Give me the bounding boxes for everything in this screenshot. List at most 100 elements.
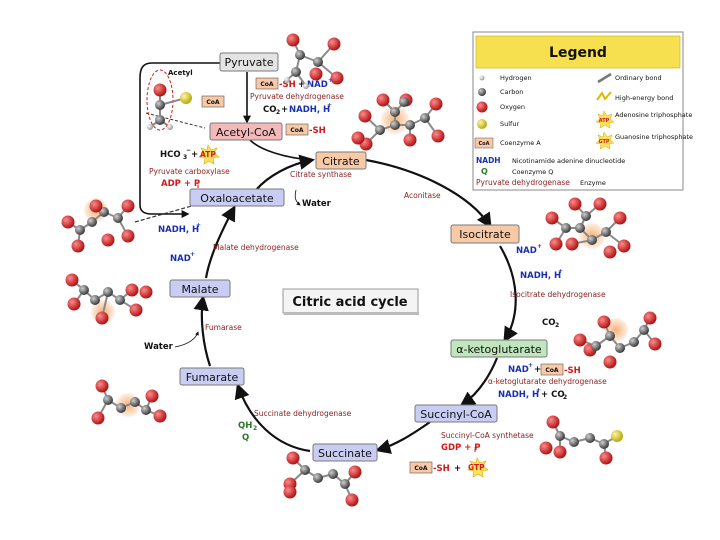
- svg-text:+: +: [454, 464, 461, 474]
- svg-text:HCO: HCO: [160, 150, 181, 160]
- pdh-cofactors: CoA -SH + NAD + Pyruvate dehydrogenase C…: [250, 77, 344, 116]
- arrow-acetylcoa-to-citrate: [249, 139, 313, 161]
- legend: Legend Hydrogen Carbon Oxygen Sulfur CoA…: [472, 31, 693, 191]
- svg-text:Succinate dehydrogenase: Succinate dehydrogenase: [254, 409, 352, 418]
- molecule-fumarate: [91, 379, 167, 425]
- enzyme-aconitase: Aconitase: [404, 191, 441, 200]
- arrow-isocitrate-to-akg: [499, 245, 518, 343]
- svg-text:Succinyl-CoA synthetase: Succinyl-CoA synthetase: [441, 431, 534, 440]
- enzyme-fumarase: Fumarase: [205, 323, 242, 332]
- svg-text:α-ketoglutarate dehydrogenase: α-ketoglutarate dehydrogenase: [488, 377, 607, 386]
- molecule-models: [61, 33, 662, 507]
- enzyme-citrate-synthase: Citrate synthase: [290, 170, 352, 179]
- node-succinyl-coa: Succinyl-CoA: [414, 404, 498, 423]
- hydrogen-swatch: [479, 75, 485, 81]
- svg-text:+: +: [196, 222, 201, 229]
- svg-text:+: +: [281, 105, 288, 115]
- svg-text:ADP + P: ADP + P: [161, 179, 200, 189]
- svg-text:Citric acid cycle: Citric acid cycle: [292, 295, 407, 310]
- svg-text:Fumarate: Fumarate: [186, 371, 239, 384]
- acetyl-coa-badge: [201, 95, 225, 108]
- gtp-star: [467, 457, 489, 478]
- arrow-succinate-to-fumarate: [234, 383, 311, 453]
- svg-text:+: +: [537, 243, 542, 250]
- svg-text:CoA: CoA: [206, 99, 220, 106]
- svg-text:NADH, H: NADH, H: [289, 105, 330, 115]
- svg-text:CoA: CoA: [414, 465, 428, 472]
- dashed-oxaloacetate-link: [134, 204, 196, 223]
- svg-text:Isocitrate: Isocitrate: [459, 228, 511, 241]
- svg-text:GTP: GTP: [598, 139, 609, 145]
- node-alpha-ketoglutarate: α-ketoglutarate: [450, 339, 548, 358]
- svg-text:NAD: NAD: [170, 254, 191, 264]
- atp-legend-star: [595, 110, 615, 129]
- svg-text:CO: CO: [263, 105, 276, 115]
- arrow-succinylcoa-to-succinate: [375, 421, 431, 454]
- svg-text:Adenosine triphosphate: Adenosine triphosphate: [615, 111, 692, 119]
- cycle-title: Citric acid cycle: [282, 288, 419, 315]
- molecule-oxaloacetate: [61, 198, 135, 253]
- svg-text:+: +: [327, 102, 332, 109]
- gtp-legend-star: [595, 131, 615, 150]
- svg-text:+: +: [558, 268, 563, 275]
- coa-swatch: [474, 137, 494, 149]
- svg-text:Q: Q: [242, 433, 249, 443]
- molecule-succinate: [283, 451, 362, 507]
- svg-text:Pyruvate dehydrogenase: Pyruvate dehydrogenase: [250, 92, 344, 101]
- svg-text:3: 3: [183, 154, 187, 161]
- arrow-akg-to-succinylcoa: [459, 357, 499, 407]
- svg-text:+: +: [328, 77, 333, 84]
- svg-text:Enzyme: Enzyme: [580, 179, 606, 187]
- svg-text:Malate dehydrogenase: Malate dehydrogenase: [213, 243, 299, 252]
- svg-text:Pyruvate dehydrogenase: Pyruvate dehydrogenase: [476, 178, 570, 187]
- svg-text:Nicotinamide adenine dinucleot: Nicotinamide adenine dinucleotide: [512, 157, 625, 165]
- svg-text:CO: CO: [542, 318, 555, 328]
- idh-cofactors: NAD + NADH, H + Isocitrate dehydrogenase…: [510, 243, 606, 329]
- svg-text:-SH: -SH: [279, 80, 296, 90]
- sdh-cofactors: Succinate dehydrogenase QH 2 Q: [238, 409, 352, 443]
- svg-text:GTP: GTP: [468, 463, 485, 472]
- svg-text:NADH, H: NADH, H: [520, 271, 561, 281]
- svg-text:+: +: [536, 387, 541, 394]
- atp-star: [198, 144, 220, 165]
- svg-text:Malate: Malate: [181, 283, 218, 296]
- svg-text:Isocitrate dehydrogenase: Isocitrate dehydrogenase: [510, 290, 606, 299]
- svg-text:-SH: -SH: [564, 366, 581, 376]
- svg-text:CoA: CoA: [260, 81, 274, 88]
- svg-text:i: i: [474, 447, 476, 454]
- svg-text:α-ketoglutarate: α-ketoglutarate: [456, 343, 542, 356]
- svg-text:Coenzyme Q: Coenzyme Q: [512, 168, 553, 176]
- node-oxaloacetate: Oxaloacetate: [189, 188, 285, 207]
- svg-text:NAD: NAD: [516, 246, 537, 256]
- node-pyruvate: Pyruvate: [219, 52, 279, 72]
- node-acetyl-coa: Acetyl-CoA: [209, 122, 283, 141]
- svg-text:Water: Water: [302, 199, 332, 209]
- oxygen-swatch: [476, 101, 488, 113]
- molecule-citrate: [351, 93, 445, 151]
- molecule-malate: [65, 273, 153, 325]
- dashed-acetyl-link: [145, 112, 206, 129]
- citrate-synthase-water: Water: [294, 189, 332, 209]
- svg-text:Water: Water: [144, 342, 174, 352]
- svg-text:Guanosine triphosphate: Guanosine triphosphate: [615, 133, 693, 141]
- svg-text:i: i: [197, 183, 199, 190]
- svg-text:ATP: ATP: [599, 118, 610, 124]
- svg-text:CoA: CoA: [545, 367, 559, 374]
- carbon-swatch: [478, 88, 486, 96]
- acetyl-highlight-ring: [146, 69, 174, 131]
- molecule-pyruvate: [284, 33, 344, 89]
- svg-text:+: +: [190, 251, 195, 258]
- acetyl-label: Acetyl: [168, 69, 193, 77]
- svg-text:+: +: [298, 80, 305, 90]
- sulfur-swatch: [477, 119, 487, 129]
- svg-text:−: −: [186, 147, 191, 154]
- svg-text:QH: QH: [238, 421, 252, 431]
- molecule-acetyl: [147, 83, 192, 130]
- arrow-citrate-to-isocitrate: [365, 158, 492, 229]
- akgdh-cofactors: NAD + + CoA -SH α-ketoglutarate dehydrog…: [488, 362, 607, 401]
- cycle-arrows: [193, 139, 518, 454]
- svg-text:Hydrogen: Hydrogen: [500, 74, 532, 82]
- svg-text:2: 2: [253, 425, 257, 432]
- legend-header: [475, 35, 681, 69]
